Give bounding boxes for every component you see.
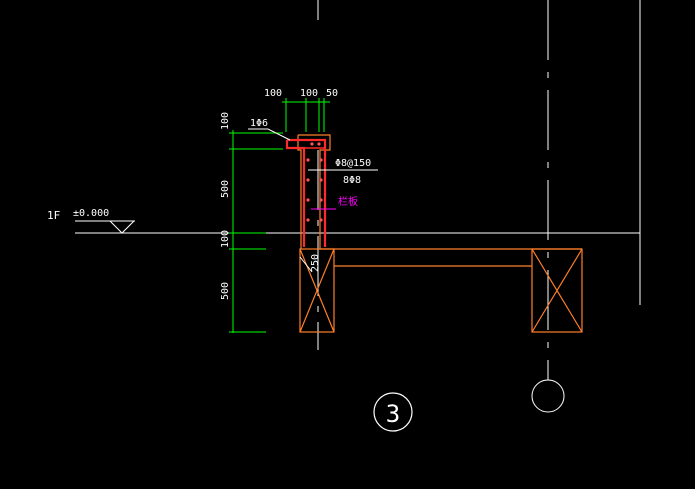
right-beam-cross-2 [531, 248, 583, 333]
elevation-label: ±0.000 [73, 208, 109, 219]
reinforcement [285, 138, 327, 247]
left-beam-outline [299, 248, 335, 333]
top-dim-text-3: 50 [326, 88, 338, 99]
left-dim-text-4: 500 [220, 282, 231, 300]
beam-width-leader [299, 256, 313, 273]
section-number: 3 [386, 400, 400, 428]
rebar-inner [285, 140, 306, 247]
level-marker: 1F ±0.000 [47, 208, 135, 234]
top-dimensions [282, 98, 330, 132]
left-dimensions [229, 130, 283, 333]
top-dim-text-2: 100 [300, 88, 318, 99]
left-beam-cross-2 [299, 248, 335, 333]
component-label: 栏板 [338, 195, 358, 208]
rebar-dot [310, 142, 314, 146]
left-dim-text-1: 100 [220, 112, 231, 130]
rebar-dot [317, 142, 321, 146]
rebar-dot [319, 158, 323, 162]
beam-width-label: 250 [310, 254, 321, 272]
axis-bubble [531, 379, 565, 413]
rebar-dot [306, 198, 310, 202]
section-circle [373, 392, 413, 432]
rebar-dot [306, 158, 310, 162]
rebar-dot [306, 218, 310, 222]
left-dimension-texts: 100 500 100 500 [220, 112, 231, 300]
floor-label: 1F [47, 209, 60, 222]
axis-lines [75, 0, 641, 413]
rebar-dots [306, 142, 323, 222]
top-bar-label: 1Φ6 [250, 118, 268, 129]
top-bar-leader [248, 128, 291, 141]
section-symbol: 3 [373, 392, 413, 432]
right-beam-outline [531, 248, 583, 333]
leaders [248, 128, 378, 273]
level-triangle [109, 220, 135, 234]
left-dim-text-2: 500 [220, 180, 231, 198]
top-dim-text-1: 100 [264, 88, 282, 99]
stirrup-label: Φ8@150 [335, 158, 371, 169]
main-bar-label: 8Φ8 [343, 175, 361, 186]
parapet-outline-left [297, 135, 302, 249]
rebar-dot [319, 178, 323, 182]
concrete-outline [297, 134, 583, 333]
rebar-dot [319, 218, 323, 222]
top-dimension-texts: 100 100 50 [264, 88, 338, 99]
rebar-outer [287, 138, 327, 247]
left-dim-text-3: 100 [220, 230, 231, 248]
rebar-dot [306, 178, 310, 182]
rebar-dot [319, 198, 323, 202]
